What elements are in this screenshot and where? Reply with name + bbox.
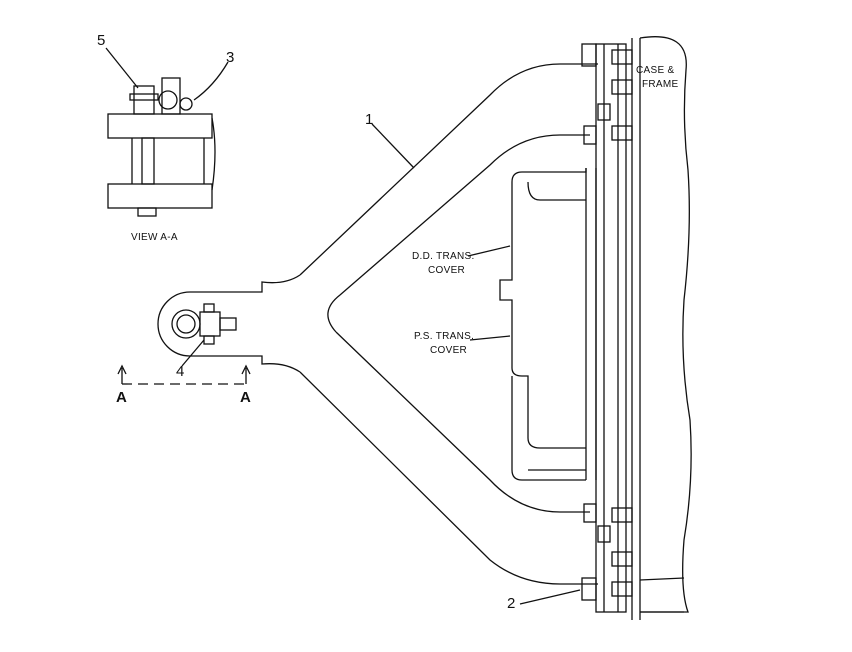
- leader-3: [193, 61, 229, 101]
- view-a-a-detail: [107, 77, 216, 217]
- leader-5: [105, 47, 139, 89]
- mounting-plate: [595, 43, 627, 613]
- section-line-a-a: [117, 364, 251, 385]
- case-frame: [631, 36, 692, 620]
- dd-trans-cover-label-line2: COVER: [428, 265, 466, 276]
- plate-bolts: [581, 43, 633, 601]
- leader-lines: [105, 47, 581, 605]
- leader-4: [181, 339, 205, 367]
- leader-1: [371, 123, 415, 169]
- callout-3: 3: [226, 49, 235, 66]
- case-frame-label-line2: FRAME: [642, 79, 679, 90]
- a-frame-arm: [157, 63, 598, 585]
- section-marker-left: A: [116, 389, 127, 406]
- transmission-covers: [499, 168, 597, 481]
- callout-2: 2: [507, 595, 516, 612]
- ps-trans-cover-label-line1: P.S. TRANS.: [414, 331, 475, 342]
- callout-4: 4: [176, 363, 185, 380]
- case-frame-label-line1: CASE &: [636, 65, 675, 76]
- dd-trans-cover-label-line1: D.D. TRANS.: [412, 251, 475, 262]
- leader-2: [519, 589, 581, 605]
- eye-pin-bolt: [199, 303, 237, 345]
- callout-1: 1: [365, 111, 374, 128]
- leader-dd-cover: [467, 245, 511, 257]
- section-marker-right: A: [240, 389, 251, 406]
- ps-trans-cover-label-line2: COVER: [430, 345, 468, 356]
- callout-5: 5: [97, 32, 106, 49]
- view-a-a-caption: VIEW A-A: [131, 232, 178, 243]
- leader-ps-cover: [469, 335, 511, 341]
